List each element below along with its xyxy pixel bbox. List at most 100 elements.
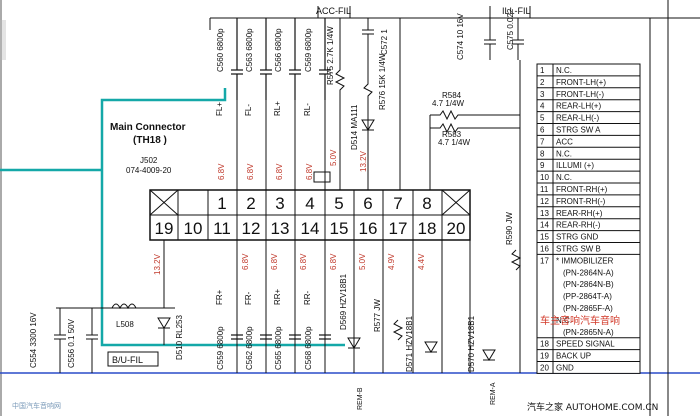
pin-table-number: 6	[540, 126, 545, 135]
rem-a-label: REM-A	[490, 382, 497, 405]
pin-table-signal: * IMMOBILIZER	[556, 256, 614, 265]
pin-20: 20	[447, 219, 466, 238]
pin-table-number: 5	[540, 114, 545, 123]
pin-table-signal: FRONT-LH(-)	[556, 90, 604, 99]
pin-table-number: 10	[540, 173, 549, 182]
c572-capacitor	[362, 18, 374, 60]
r584-label: R584	[442, 91, 462, 100]
c575-label: C575 0.022	[506, 8, 515, 50]
pin-table-signal: N.C.	[556, 66, 572, 75]
pin-table-signal: REAR-LH(+)	[556, 102, 601, 111]
pin-table-number: 1	[540, 66, 545, 75]
main-connector-j502: 1 2 3 4 5 6 7 8 9 19 10 11 12 13 14 15 1…	[149, 189, 471, 241]
r584-value: 4.7 1/4W	[432, 99, 464, 108]
d570-label: D570 HZV18B1	[467, 315, 476, 372]
pin-3: 3	[275, 194, 284, 213]
c568-label: C568 6800p	[304, 326, 313, 370]
pin-table-signal: REAR-LH(-)	[556, 114, 599, 123]
c572-label: C572 1	[380, 29, 389, 55]
pin-table-number: 4	[540, 102, 545, 111]
pin-14: 14	[301, 219, 320, 238]
pin-4: 4	[305, 194, 314, 213]
pin-table-signal: FRONT-RH(-)	[556, 197, 606, 206]
pin-16: 16	[359, 219, 378, 238]
pin-table-number: 20	[540, 364, 549, 373]
c566-label: C566 6800p	[274, 28, 283, 72]
voltage-pin11: 6.8V	[241, 253, 250, 270]
main-connector-title: Main Connector	[110, 122, 186, 133]
pin-table-signal: REAR-RH(-)	[556, 221, 601, 230]
net-rr-minus: RR-	[303, 290, 312, 305]
rem-b-label: REM-B	[357, 387, 364, 410]
pin-table-signal: STRG SW A	[556, 126, 601, 135]
pin-table-number: 18	[540, 340, 549, 349]
pin-table-signal: (PN-2864N-B)	[563, 280, 614, 289]
r577-label: R577 JW	[373, 299, 382, 332]
teal-bus-top	[100, 88, 227, 170]
bottom-capacitors	[231, 334, 331, 340]
c575-capacitor	[512, 18, 524, 60]
pin-table-number: 2	[540, 78, 545, 87]
watermark-left: 中国汽车音响网	[12, 401, 61, 410]
voltage-pin7: 13.2V	[359, 150, 368, 172]
pin-table-signal: FRONT-LH(+)	[556, 78, 606, 87]
d510-label: D510 RL253	[175, 315, 184, 360]
c574-label: C574 10 16V	[456, 13, 465, 60]
pin-1: 1	[217, 194, 226, 213]
c554-label: C554 3300 16V	[29, 312, 38, 368]
net-fl-minus: FL-	[244, 104, 253, 116]
voltage-pin14: 6.8V	[329, 253, 338, 270]
pin-table-number: 12	[540, 197, 549, 206]
pin-table-signal: SPEED SIGNAL	[556, 340, 615, 349]
pin-6: 6	[363, 194, 372, 213]
connector-part-j502: J502	[140, 156, 158, 165]
c560-label: C560 6800p	[216, 28, 225, 72]
pin-table-number: 11	[540, 185, 549, 194]
l508-inductor	[111, 303, 137, 310]
d569-zener	[347, 337, 361, 349]
acc-fil-label: ACC-FIL	[316, 6, 351, 16]
net-rl-plus: RL+	[273, 101, 282, 116]
pin-table-signal: N.C.	[556, 149, 572, 158]
voltage-pin15: 5.0V	[358, 253, 367, 270]
r583-value: 4.7 1/4W	[438, 138, 470, 147]
c565-label: C565 6800p	[274, 326, 283, 370]
net-rl-minus: RL-	[303, 103, 312, 116]
pin-table-signal: N.C.	[556, 173, 572, 182]
pin-table-signal: FRONT-RH(+)	[556, 185, 608, 194]
pin-table-signal: N.C.	[556, 316, 572, 325]
pin-table-signal: BACK UP	[556, 352, 591, 361]
pin-table-number: 17	[540, 256, 549, 265]
pin-table-signal: (PN-2865N-A)	[563, 328, 614, 337]
pin-7: 7	[393, 194, 402, 213]
c562-label: C562 6800p	[245, 326, 254, 370]
r576-label: R576 15K 1/4W	[378, 53, 387, 110]
pin-table-number: 3	[540, 90, 545, 99]
r575-resistor	[334, 18, 346, 110]
pin-table-number: 16	[540, 245, 549, 254]
pin-13: 13	[271, 219, 290, 238]
pin-table-signal: (PN-2864N-A)	[563, 268, 614, 277]
voltage-pin12: 6.8V	[270, 253, 279, 270]
d514-diode	[361, 108, 375, 165]
r590-resistor	[510, 249, 522, 271]
c574-capacitor	[484, 18, 496, 60]
pin-table-signal: ILLUMI (+)	[556, 161, 594, 170]
net-fr-minus: FR-	[244, 291, 253, 305]
c559-label: C559 6800p	[216, 326, 225, 370]
pin-8: 8	[422, 194, 431, 213]
voltage-pin6: 5.0V	[329, 149, 338, 166]
pin-table-number: 13	[540, 209, 549, 218]
top-capacitors	[231, 18, 331, 100]
pin-table-number: 14	[540, 221, 549, 230]
voltage-pin5: 6.8V	[305, 163, 314, 180]
voltage-pin16: 4.9V	[387, 253, 396, 270]
d570-zener	[482, 349, 496, 361]
r576-resistor	[363, 60, 373, 108]
pin-table-number: 9	[540, 161, 545, 170]
r584-resistor	[430, 109, 520, 121]
pin-table-number: 15	[540, 233, 549, 242]
l508-label: L508	[116, 320, 134, 329]
